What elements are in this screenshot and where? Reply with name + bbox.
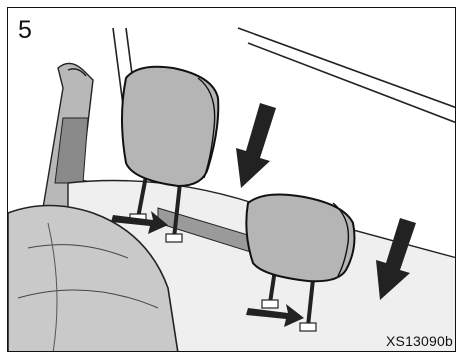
headrest-illustration	[8, 8, 456, 352]
illustration-panel: 5 XS13090b	[7, 7, 456, 352]
step-number: 5	[18, 18, 32, 43]
figure-reference-code: XS13090b	[386, 334, 453, 348]
down-arrow-left	[236, 103, 276, 188]
